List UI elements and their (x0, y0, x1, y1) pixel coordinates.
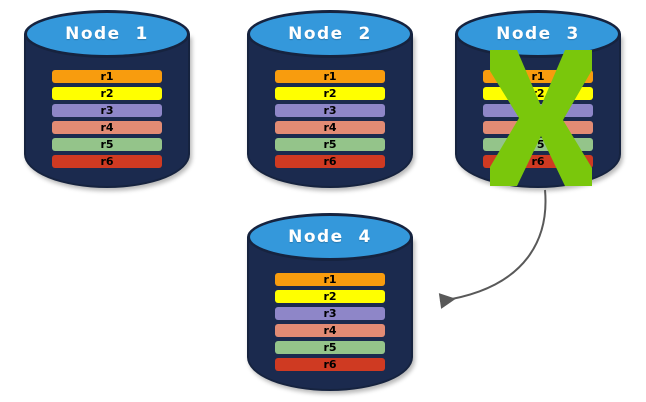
node-2-row-r2: r2 (275, 87, 385, 100)
node-4-row-r1: r1 (275, 273, 385, 286)
node-3-row-list: r1 r2 r3 r4 r5 r6 (483, 70, 593, 168)
node-1[interactable]: r1 r2 r3 r4 r5 r6 Node 1 (24, 10, 190, 188)
node-1-cylinder-top (24, 10, 190, 58)
node-3-row-r5: r5 (483, 138, 593, 151)
node-3-row-r3: r3 (483, 104, 593, 117)
node-2-row-r6: r6 (275, 155, 385, 168)
node-4-row-r2: r2 (275, 290, 385, 303)
node-3-row-r1: r1 (483, 70, 593, 83)
node-2[interactable]: r1 r2 r3 r4 r5 r6 Node 2 (247, 10, 413, 188)
node-2-row-r4: r4 (275, 121, 385, 134)
node-1-row-r5: r5 (52, 138, 162, 151)
node-1-row-r3: r3 (52, 104, 162, 117)
node-4-row-r6: r6 (275, 358, 385, 371)
node-1-row-r1: r1 (52, 70, 162, 83)
node-2-row-r5: r5 (275, 138, 385, 151)
node-4-row-list: r1 r2 r3 r4 r5 r6 (275, 273, 385, 371)
node-4-cylinder-body (247, 237, 413, 391)
node-3-row-r4: r4 (483, 121, 593, 134)
node-4-cylinder-top (247, 213, 413, 261)
node-2-cylinder-top (247, 10, 413, 58)
node-3-row-r6: r6 (483, 155, 593, 168)
node-4-row-r4: r4 (275, 324, 385, 337)
node-3-cylinder-top (455, 10, 621, 58)
node-4-row-r3: r3 (275, 307, 385, 320)
node-1-row-r2: r2 (52, 87, 162, 100)
node-2-row-r3: r3 (275, 104, 385, 117)
node-1-row-r6: r6 (52, 155, 162, 168)
node-4-row-r5: r5 (275, 341, 385, 354)
node-1-row-list: r1 r2 r3 r4 r5 r6 (52, 70, 162, 168)
node-3[interactable]: r1 r2 r3 r4 r5 r6 Node 3 (455, 10, 621, 188)
replication-arrow-path (438, 189, 547, 309)
node-2-row-list: r1 r2 r3 r4 r5 r6 (275, 70, 385, 168)
node-4[interactable]: r1 r2 r3 r4 r5 r6 Node 4 (247, 213, 413, 391)
node-2-row-r1: r1 (275, 70, 385, 83)
node-3-row-r2: r2 (483, 87, 593, 100)
node-1-row-r4: r4 (52, 121, 162, 134)
